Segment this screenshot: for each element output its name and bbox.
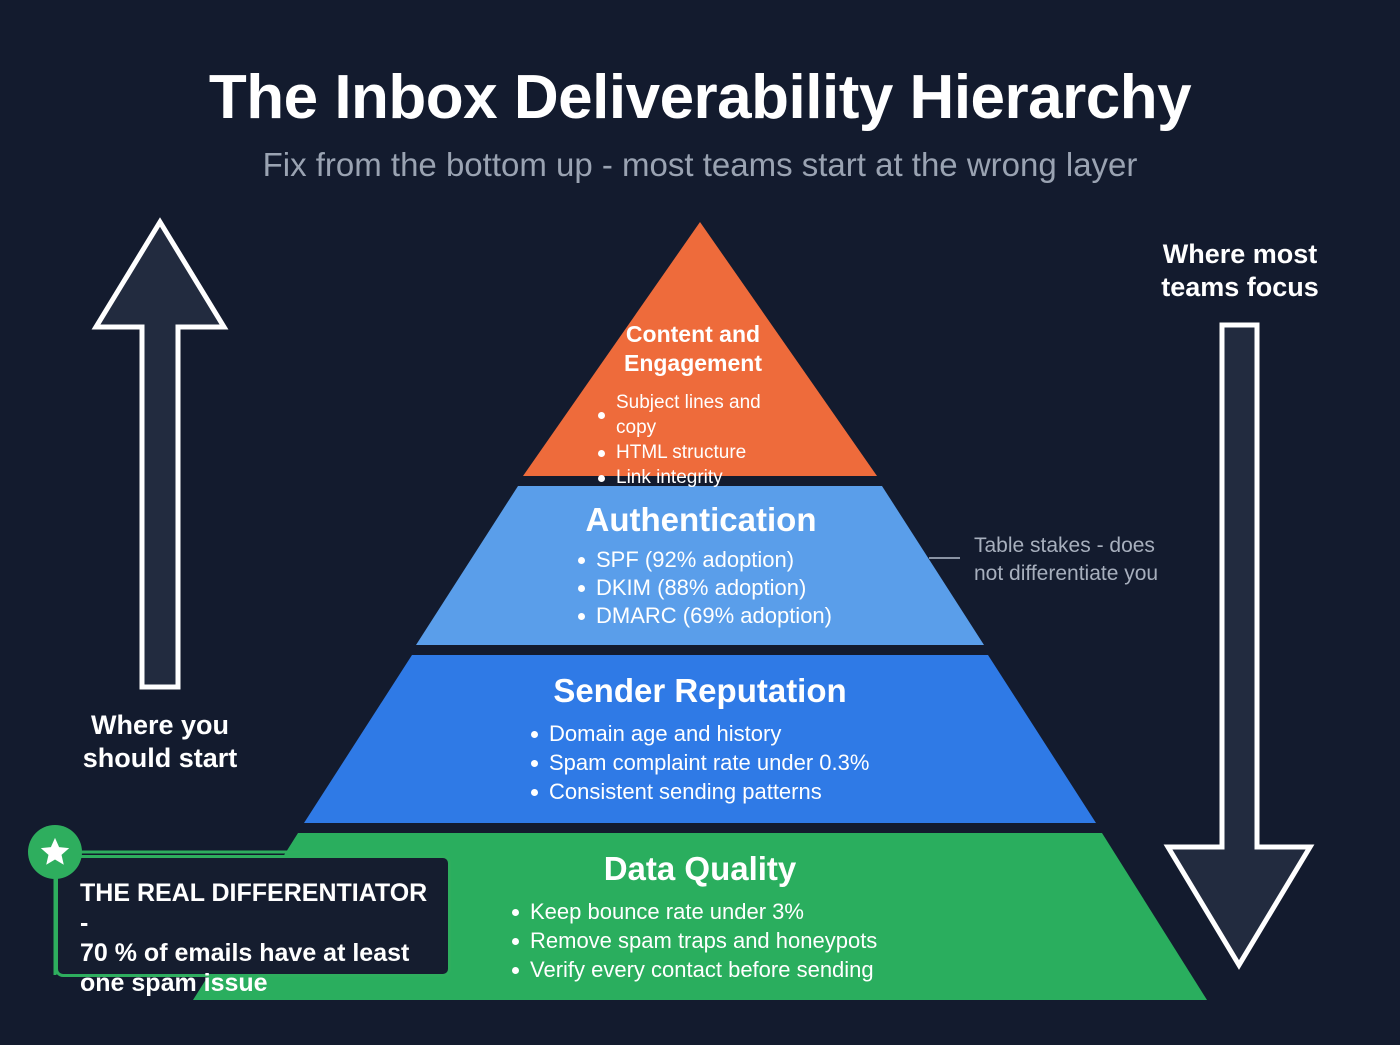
- layer-authentication-shape: [416, 486, 984, 645]
- layer-authentication-title: Authentication: [585, 501, 817, 538]
- annotation-line2: not differentiate you: [974, 562, 1159, 585]
- layer-reputation-bullet: Consistent sending patterns: [529, 777, 909, 806]
- callout-line1: THE REAL DIFFERENTIATOR -: [80, 879, 428, 937]
- layer-authentication-bullet: SPF (92% adoption): [576, 546, 876, 574]
- layer-data-quality: Data Quality Keep bounce rate under 3% R…: [510, 849, 910, 984]
- layer-content-bullet: Subject lines and copy: [596, 390, 806, 440]
- up-arrow-icon: [91, 217, 229, 690]
- layer-content-bullet: HTML structure: [596, 440, 806, 465]
- layer-reputation: Sender Reputation Domain age and history…: [529, 671, 909, 806]
- right-arrow-label: Where most teams focus: [1140, 238, 1340, 304]
- layer-reputation-bullet: Domain age and history: [529, 719, 909, 748]
- callout-line3: one spam issue: [80, 969, 268, 997]
- layer-reputation-shape: [304, 655, 1096, 823]
- right-arrow-label-line2: teams focus: [1161, 272, 1319, 302]
- left-arrow-label: Where you should start: [60, 709, 260, 775]
- left-arrow-label-line1: Where you: [90, 710, 230, 740]
- layer-content: Content and Engagement Subject lines and…: [596, 320, 806, 490]
- layer-data-quality-bullet: Remove spam traps and honeypots: [510, 926, 910, 955]
- callout-line2: 70 % of emails have at least: [80, 939, 410, 967]
- annotation-line1: Table stakes - does: [974, 534, 1155, 557]
- page-title: The Inbox Deliverability Hierarchy: [208, 63, 1192, 132]
- layer-authentication: Authentication SPF (92% adoption) DKIM (…: [576, 500, 876, 630]
- down-arrow-icon: [1163, 322, 1315, 970]
- layer-authentication-bullet: DMARC (69% adoption): [576, 602, 876, 630]
- left-arrow-label-line2: should start: [82, 743, 238, 773]
- layer-content-shape: [523, 222, 877, 476]
- layer-reputation-bullet: Spam complaint rate under 0.3%: [529, 748, 909, 777]
- layer-data-quality-bullet: Keep bounce rate under 3%: [510, 897, 910, 926]
- star-badge: [28, 825, 82, 879]
- table-stakes-annotation: Table stakes - does not differentiate yo…: [974, 532, 1158, 588]
- layer-data-quality-bullet: Verify every contact before sending: [510, 955, 910, 984]
- right-arrow-label-line1: Where most: [1162, 239, 1318, 269]
- differentiator-callout: THE REAL DIFFERENTIATOR - 70 % of emails…: [55, 855, 451, 997]
- layer-content-bullet: Link integrity: [596, 465, 806, 490]
- layer-reputation-title: Sender Reputation: [553, 672, 847, 709]
- layer-authentication-bullet: DKIM (88% adoption): [576, 574, 876, 602]
- layer-data-quality-title: Data Quality: [603, 850, 797, 887]
- layer-content-title: Content and Engagement: [623, 321, 763, 376]
- page-subtitle: Fix from the bottom up - most teams star…: [262, 146, 1138, 183]
- star-icon: [40, 837, 70, 865]
